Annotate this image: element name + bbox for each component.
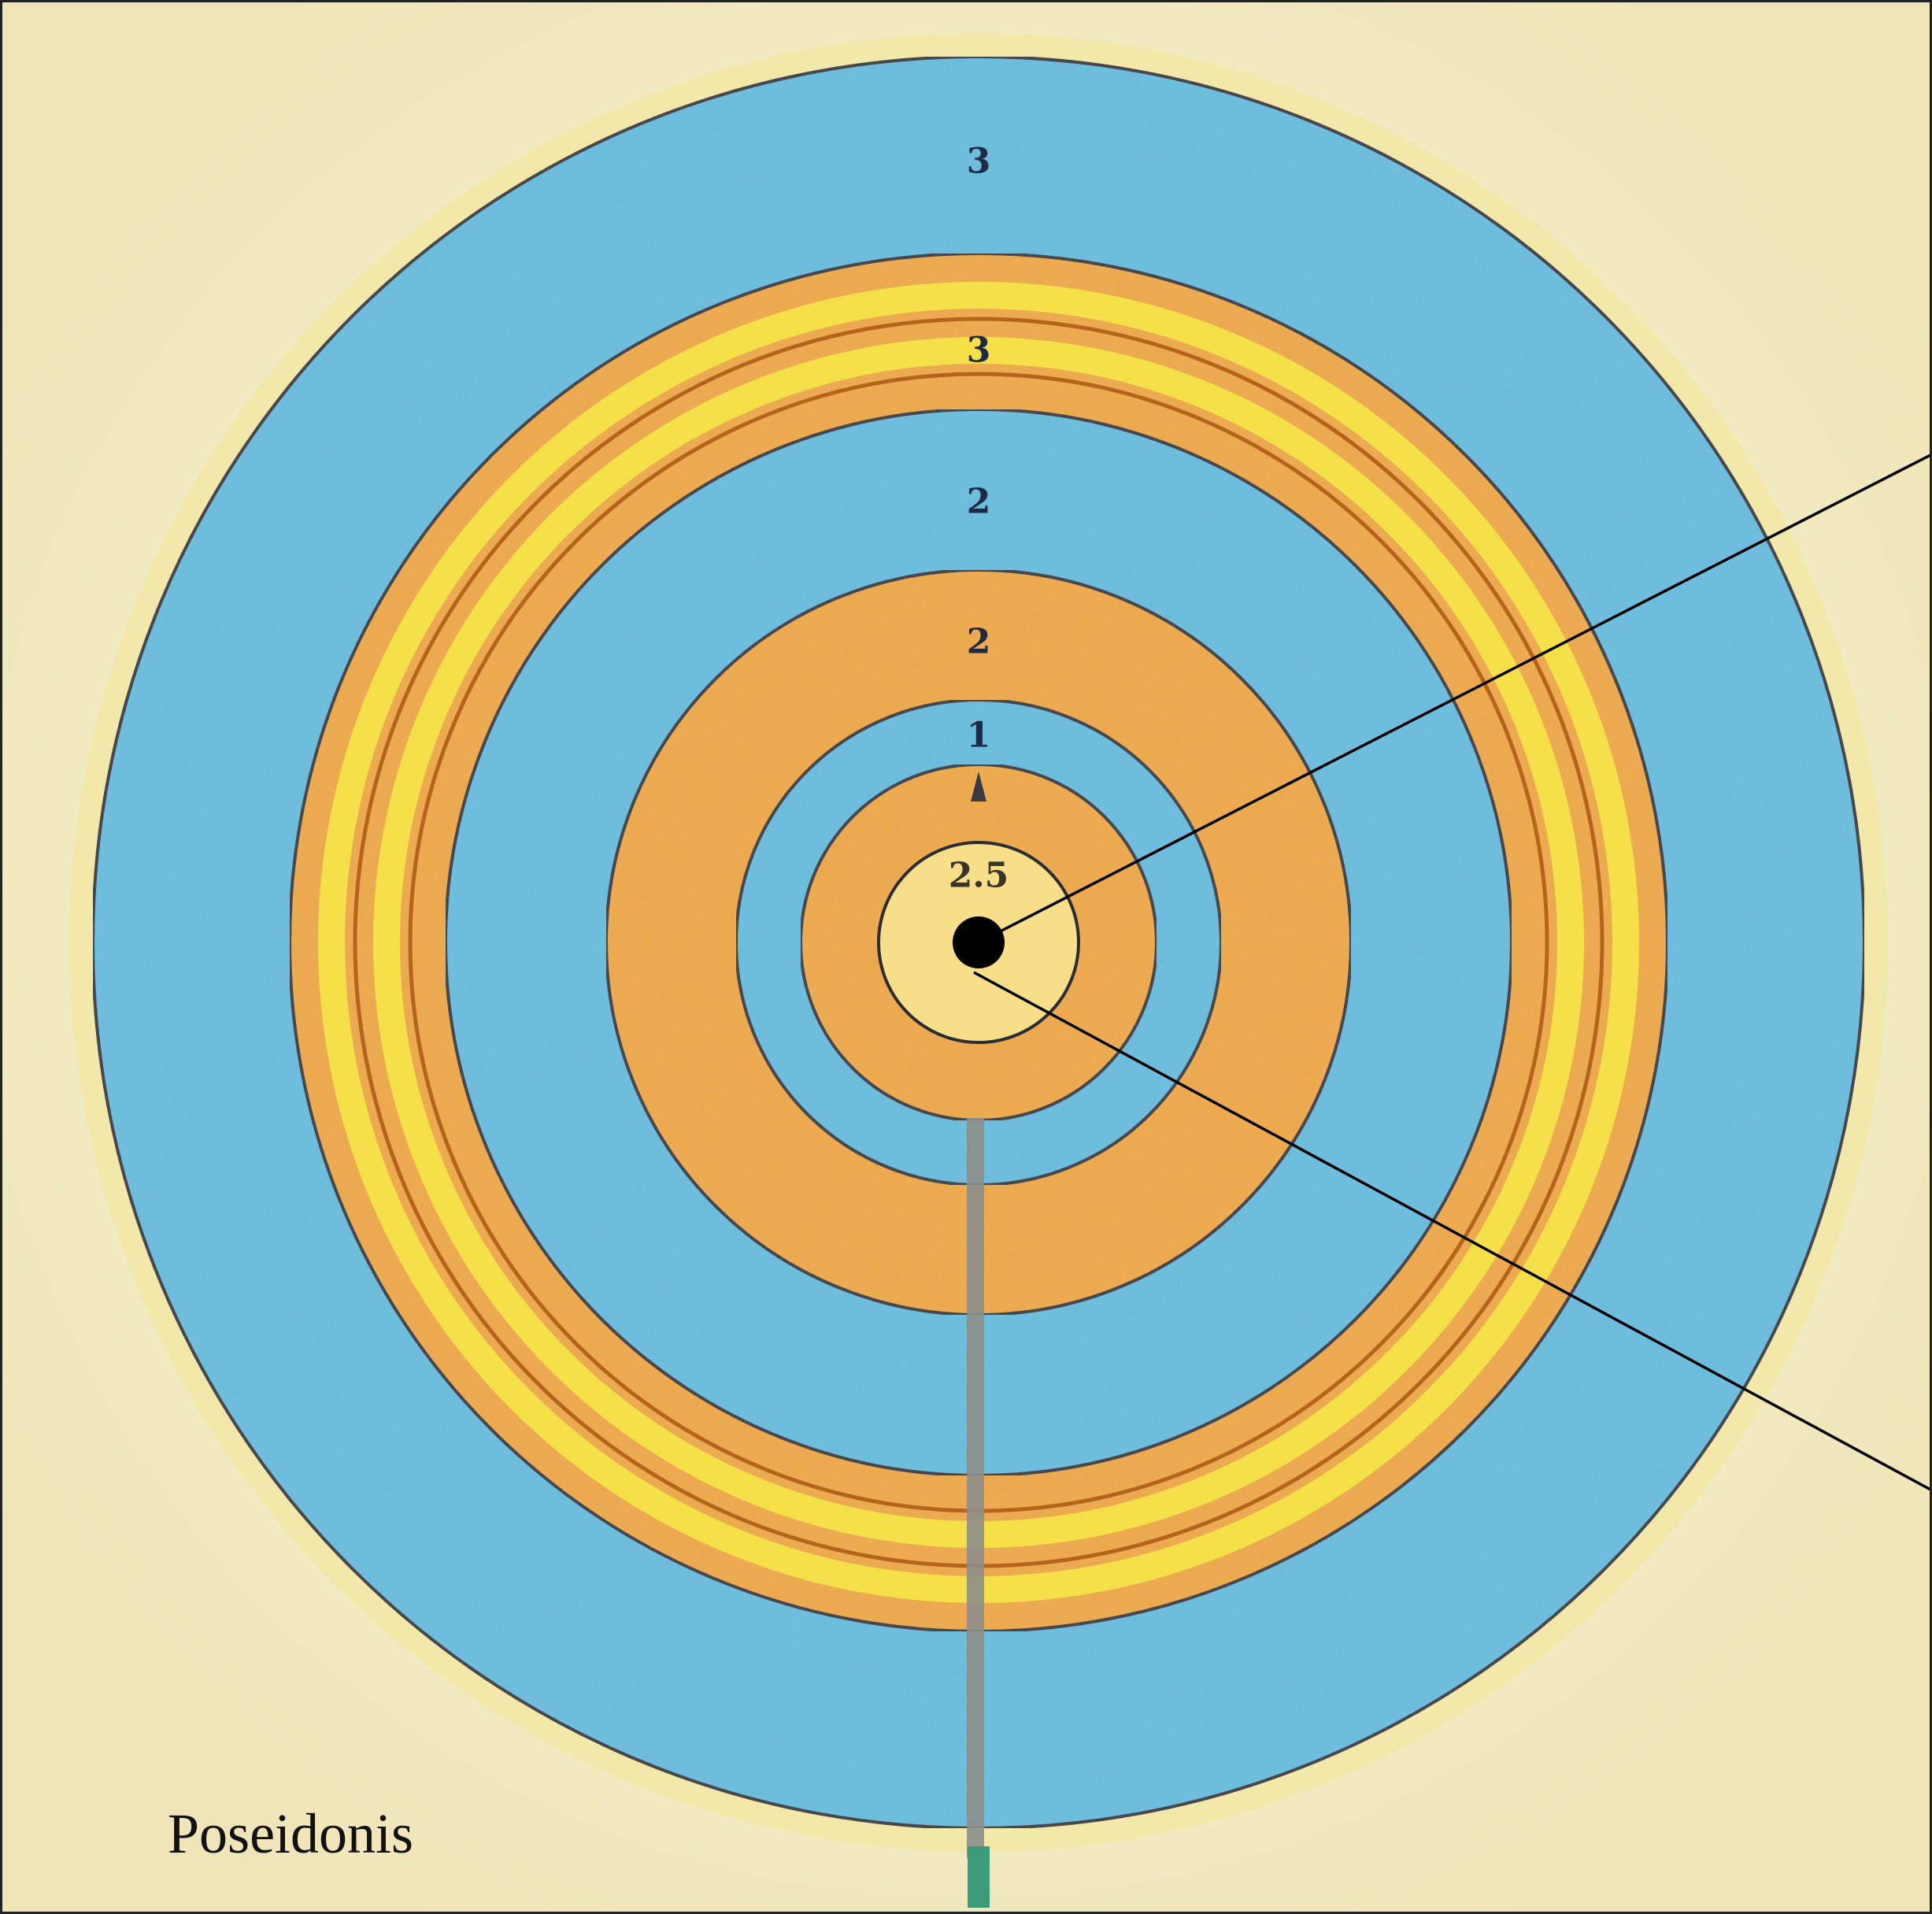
pointer-line-lower xyxy=(973,971,1932,1492)
ring-label-land-outer: 3 xyxy=(967,331,991,371)
ring-label-water-middle: 2 xyxy=(967,482,991,522)
ring-label-water-inner: 1 xyxy=(967,716,991,756)
triangle-mark-icon xyxy=(971,772,986,802)
ring-label-land-middle: 2 xyxy=(967,622,991,662)
center-marker xyxy=(953,916,1005,968)
pointer-line-upper xyxy=(978,453,1932,944)
ring-label-center: 2.5 xyxy=(949,856,1009,896)
canal xyxy=(967,1118,984,1858)
canal-mouth xyxy=(968,1846,990,1908)
caption: Poseidonis xyxy=(168,1802,413,1865)
ring-label-water-outer: 3 xyxy=(967,142,991,182)
